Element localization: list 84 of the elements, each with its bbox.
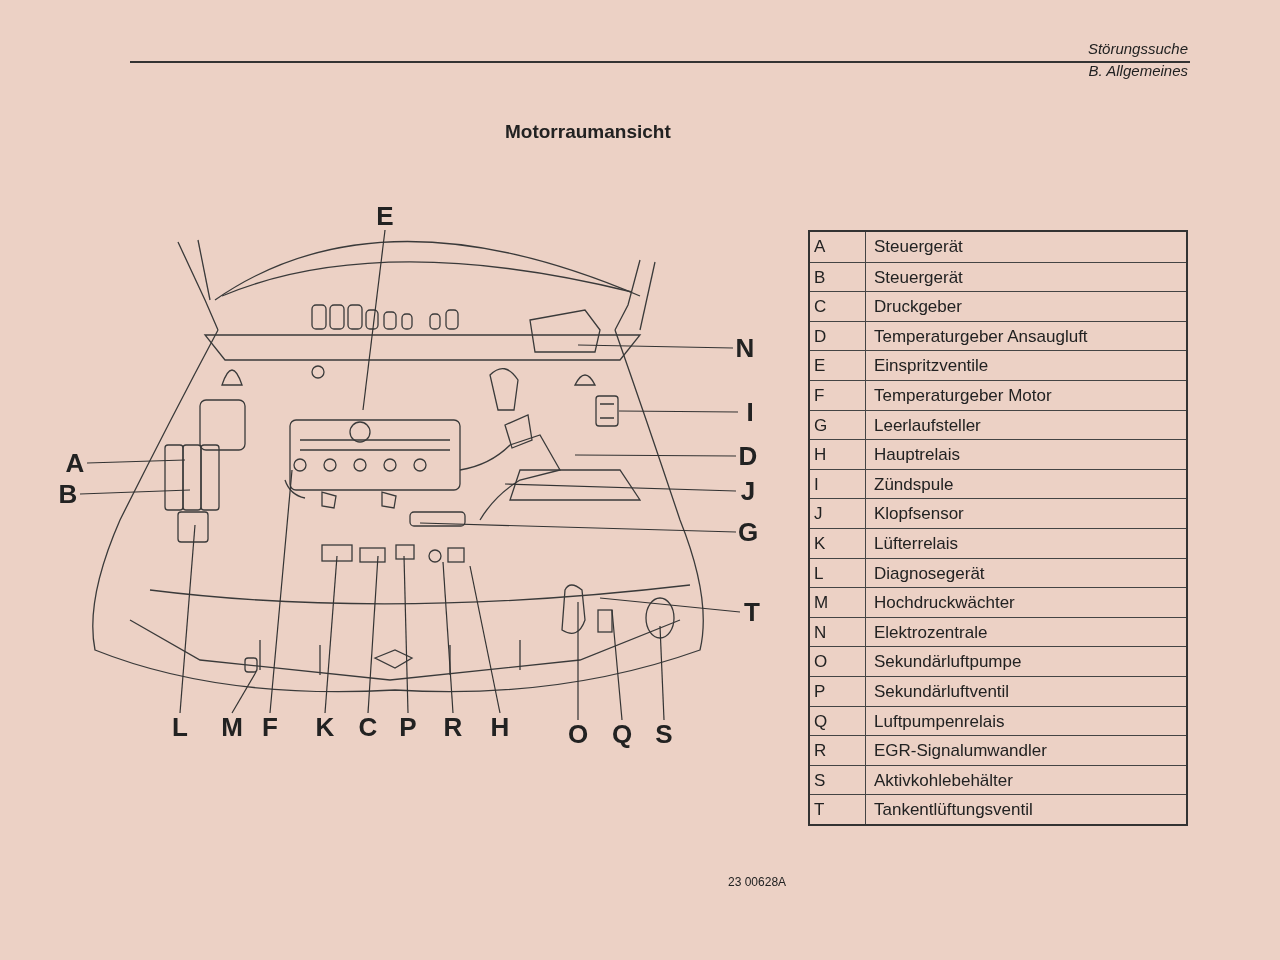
leader-line [611, 609, 623, 721]
table-cell-text: Steuergerät [873, 266, 964, 289]
table-cell: I [810, 469, 866, 499]
callout-letter: S [652, 720, 676, 748]
table-cell-text: Sekundärluftventil [873, 680, 1011, 703]
leader-line [599, 597, 741, 613]
leader-line [469, 565, 501, 714]
table-cell-text: Druckgeber [873, 296, 963, 319]
table-cell-text: Klopfsensor [873, 503, 965, 526]
table-cell: D [810, 321, 866, 351]
figure-number: 23 00628A [728, 874, 787, 891]
table-cell-text: Elektrozentrale [873, 621, 989, 644]
table-cell: J [810, 499, 866, 528]
callout-letter: D [736, 442, 760, 470]
table-cell-text: Steuergerät [873, 236, 964, 258]
callout-letter: E [373, 202, 397, 230]
leader-line [324, 555, 338, 714]
table-cell: O [810, 647, 866, 676]
table-cell-text: Leerlaufsteller [873, 414, 982, 437]
table-cell: F [810, 380, 866, 410]
table-cell: L [810, 558, 866, 588]
header-text: B. Allgemeines [1088, 61, 1188, 81]
leader-line [79, 489, 191, 495]
table-cell: Q [810, 706, 866, 736]
callout-letter: A [63, 449, 87, 477]
table-cell: B [810, 262, 866, 292]
table-cell-text: Luftpumpenrelais [873, 710, 1006, 733]
table-cell-text: Einspritzventile [873, 355, 990, 378]
callout-letter: G [736, 518, 760, 546]
table-cell-text: Temperaturgeber Motor [873, 384, 1053, 407]
callout-letter: Q [610, 720, 634, 748]
table-cell: A [810, 232, 866, 262]
callout-letter: P [396, 713, 420, 741]
table-cell: K [810, 528, 866, 558]
leader-line [362, 229, 386, 411]
table-cell-text: EGR-Signalumwandler [873, 740, 1048, 763]
leader-line [367, 555, 379, 714]
table-cell: G [810, 410, 866, 440]
table-cell-text: Hochdruckwächter [873, 592, 1016, 615]
table-cell-text: Sekundärluftpumpe [873, 651, 1023, 674]
table-cell: S [810, 765, 866, 795]
table-cell: P [810, 676, 866, 706]
leader-line [403, 555, 409, 714]
callout-letter: I [738, 398, 762, 426]
table-cell: H [810, 440, 866, 469]
leader-line [504, 483, 737, 492]
callout-letter: L [168, 713, 192, 741]
diagram-title: Motorraumansicht [505, 120, 671, 144]
header-text: Störungssuche [1087, 39, 1188, 59]
table-cell-text: Aktivkohlebehälter [873, 769, 1014, 792]
table-cell-text: Tankentlüftungsventil [873, 799, 1034, 822]
callout-letter: K [313, 713, 337, 741]
leader-line [577, 601, 579, 721]
table-cell-text: Hauptrelais [873, 444, 961, 467]
table-cell-text: Zündspule [873, 473, 955, 496]
leader-line [442, 561, 454, 714]
callout-letter: J [736, 477, 760, 505]
table-cell: M [810, 588, 866, 617]
leader-line [419, 522, 737, 533]
callout-letter: C [356, 713, 380, 741]
leader-line [231, 671, 257, 714]
table-cell: E [810, 351, 866, 380]
callout-letter: R [441, 713, 465, 741]
table-cell: T [810, 795, 866, 824]
leader-line [574, 454, 737, 457]
leader-line [179, 524, 196, 714]
table-cell-text: Diagnosegerät [873, 562, 986, 585]
table-cell: R [810, 736, 866, 765]
leader-line [269, 469, 293, 714]
table-cell-text: Lüfterrelais [873, 532, 960, 555]
callout-letter: B [56, 480, 80, 508]
leader-line [659, 625, 665, 721]
callout-letter: H [488, 713, 512, 741]
table-cell: N [810, 617, 866, 647]
callout-letter: O [566, 720, 590, 748]
table-cell-text: Temperaturgeber Ansaugluft [873, 325, 1089, 348]
callout-letter: T [740, 598, 764, 626]
callout-letter: N [733, 334, 757, 362]
leader-line [577, 344, 734, 349]
leader-line [618, 410, 739, 413]
table-cell: C [810, 292, 866, 321]
leader-line [86, 459, 186, 464]
callout-letter: F [258, 713, 282, 741]
callout-letter: M [220, 713, 244, 741]
